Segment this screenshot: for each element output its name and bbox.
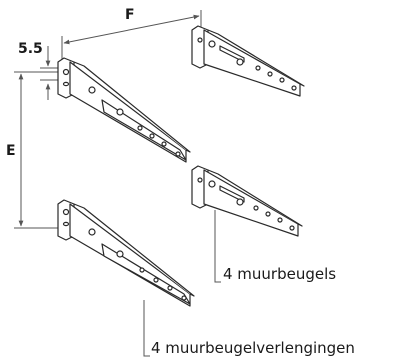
- callout-bracket-extensions: 4 muurbeugelverlengingen: [151, 339, 355, 357]
- dimension-f-label: F: [125, 7, 135, 23]
- dimension-e: [14, 71, 58, 229]
- dimension-gap-label: 5.5: [18, 41, 43, 57]
- extension-middle-right: [191, 165, 303, 237]
- dimension-gap: [40, 46, 62, 100]
- extension-upper-right: [191, 25, 305, 97]
- dimension-e-label: E: [6, 143, 16, 159]
- bracket-lower-left: [57, 199, 195, 307]
- callout-wall-brackets: 4 muurbeugels: [223, 265, 337, 283]
- bracket-upper-left: [57, 57, 191, 163]
- callout-leaders: [143, 210, 221, 357]
